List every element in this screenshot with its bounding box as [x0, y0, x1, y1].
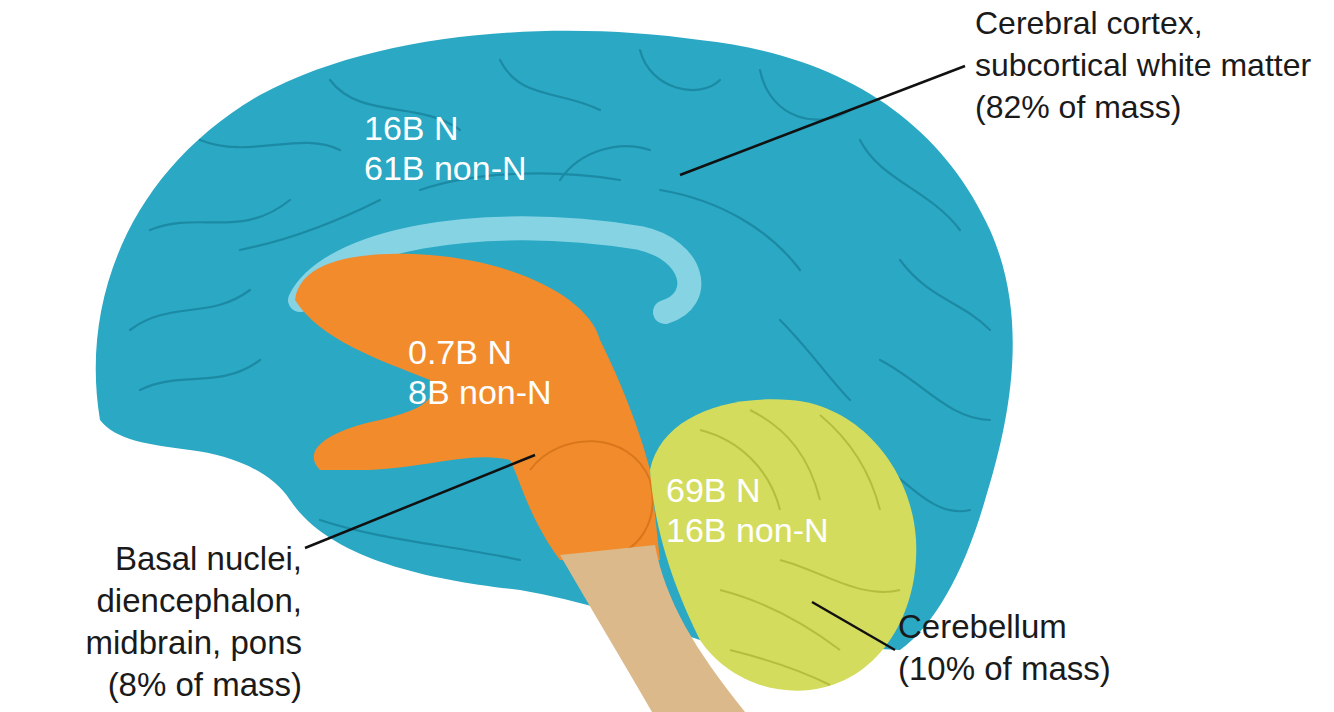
cerebellum-region — [650, 399, 916, 690]
leader-line — [680, 66, 965, 175]
diencephalon-region — [295, 254, 660, 560]
non-neuron-count: 16B non-N — [666, 510, 831, 550]
neuron-count: 16B N — [364, 108, 529, 148]
leader-line — [812, 602, 895, 650]
neuron-count: 69B N — [666, 470, 831, 510]
leader-lines — [305, 66, 965, 650]
diencephalon-count-box: 0.7B N8B non-N — [404, 330, 558, 416]
non-neuron-count: 61B non-N — [364, 148, 529, 188]
neuron-count: 0.7B N — [408, 332, 554, 372]
leader-line — [305, 455, 535, 548]
region-label: Cerebral cortex, subcortical white matte… — [975, 2, 1320, 128]
region-label: Cerebellum (10% of mass) — [898, 606, 1143, 690]
non-neuron-count: 8B non-N — [408, 372, 554, 412]
region-label: Basal nuclei, diencephalon, midbrain, po… — [40, 538, 302, 706]
pons-outline — [530, 441, 653, 558]
cerebellum-count-box: 69B N16B non-N — [662, 468, 835, 554]
cerebrum-count-box: 16B N61B non-N — [360, 106, 533, 192]
